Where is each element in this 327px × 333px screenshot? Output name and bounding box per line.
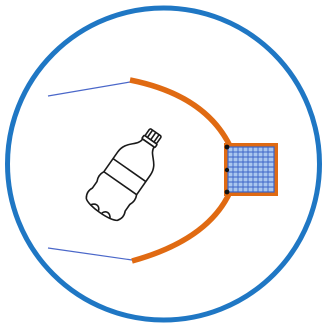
hinge-dot-bottom (225, 190, 230, 195)
hinge-dot-top (225, 145, 230, 150)
collection-net-icon (225, 145, 276, 195)
hinge-dot-mid (225, 168, 229, 172)
